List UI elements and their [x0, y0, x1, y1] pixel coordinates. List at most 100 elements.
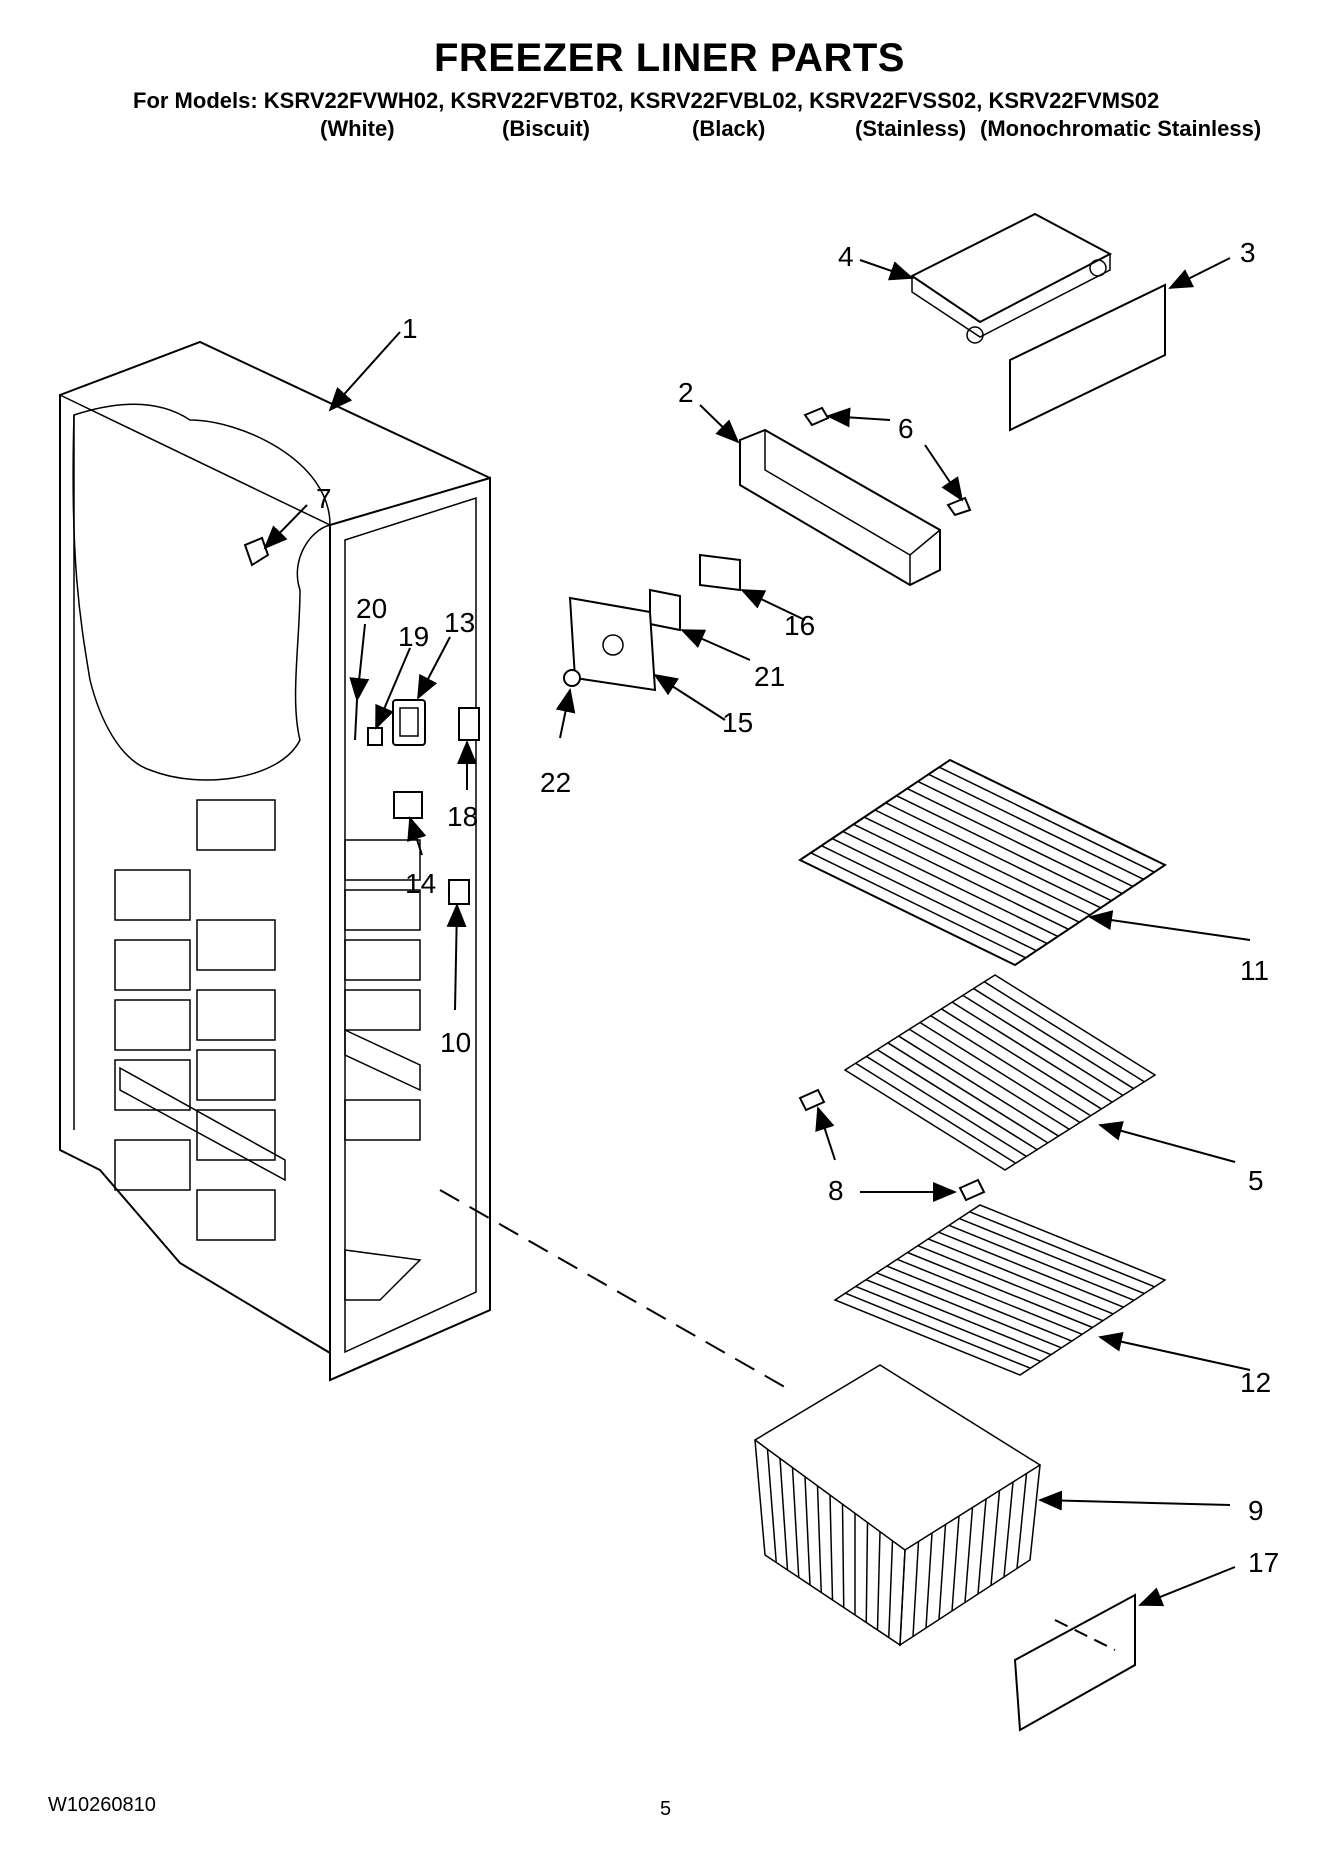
alignment-line-17	[1054, 1619, 1116, 1651]
wire-rod	[930, 1015, 1092, 1117]
bracket-part-7	[243, 536, 270, 567]
wire-rod	[816, 1485, 822, 1593]
bracket-part-21	[649, 588, 681, 632]
wire-rod	[973, 987, 1134, 1090]
wire-rod	[962, 994, 1124, 1096]
models-line: For Models: KSRV22FVWH02, KSRV22FVBT02, …	[133, 88, 1160, 113]
wire-rod	[907, 1251, 1093, 1329]
callout-7: 7	[316, 483, 332, 514]
callout-3: 3	[1240, 237, 1256, 268]
wire-rod	[876, 1531, 881, 1631]
wire-rod	[866, 1055, 1027, 1158]
wire-rod	[779, 1458, 789, 1571]
wire-rod	[810, 852, 1027, 959]
wire-rod	[842, 830, 1059, 938]
variant-biscuit: (Biscuit)	[502, 116, 590, 141]
callout-18: 18	[447, 801, 478, 832]
callout-9: 9	[1248, 1495, 1264, 1526]
wire-rod	[983, 981, 1145, 1083]
wire-rod	[906, 787, 1123, 895]
switch-part-18	[458, 707, 480, 741]
board-part-16	[699, 553, 741, 592]
shelf-stop-part-8-b	[958, 1178, 986, 1202]
shelf-stop-part-8-a	[798, 1088, 826, 1112]
wire-rod	[927, 1238, 1114, 1315]
leader-lines	[263, 257, 1251, 1607]
wire-rod	[977, 1498, 987, 1595]
wire-rod	[959, 1217, 1145, 1295]
callout-21: 21	[754, 661, 785, 692]
page-title: FREEZER LINER PARTS	[433, 36, 905, 80]
wire-rod	[919, 1021, 1081, 1124]
wire-rod	[865, 1522, 869, 1623]
alignment-line	[439, 1189, 791, 1391]
wire-rod	[941, 1008, 1102, 1110]
wire-rod	[990, 1490, 1001, 1586]
callout-6: 6	[898, 413, 914, 444]
screw-part-6-top	[803, 406, 830, 427]
wire-rod	[865, 1278, 1052, 1356]
callout-5: 5	[1248, 1165, 1264, 1196]
wire-rod	[887, 1042, 1049, 1144]
freezer-liner	[59, 340, 491, 1382]
wire-rod	[853, 823, 1069, 930]
wire-basket-part-9	[753, 1364, 1042, 1647]
switch-part-10	[448, 879, 470, 905]
wire-rod	[938, 766, 1155, 873]
light-housing-part-13	[392, 699, 426, 746]
wire-rod	[821, 845, 1037, 952]
wire-rod	[791, 1467, 800, 1578]
wire-rod	[917, 1245, 1104, 1322]
wire-rod	[951, 1515, 960, 1612]
clip-part-19	[367, 727, 383, 746]
cover-bracket-part-4	[910, 212, 1113, 344]
wire-rod	[925, 1532, 933, 1629]
wire-shelf-part-11	[797, 758, 1168, 967]
document-number: W10260810	[48, 1794, 156, 1816]
screw-part-6-bottom	[946, 496, 972, 517]
wire-rod	[896, 795, 1112, 902]
wire-rod	[908, 1028, 1070, 1130]
variant-white: (White)	[320, 116, 395, 141]
board-part-14	[393, 791, 423, 819]
wire-rod	[831, 837, 1048, 945]
wire-rod	[951, 1001, 1113, 1103]
wire-rod	[917, 780, 1134, 888]
screw-part-20	[354, 699, 358, 741]
callout-17: 17	[1248, 1547, 1279, 1578]
wire-rod	[874, 809, 1091, 916]
wire-rod	[964, 1507, 974, 1603]
variant-monochromatic-stainless: (Monochromatic Stainless)	[980, 116, 1262, 141]
wire-rod	[912, 1541, 920, 1637]
wire-rod	[1003, 1481, 1014, 1578]
wire-rod	[896, 1258, 1083, 1335]
wire-rod	[863, 816, 1080, 923]
callout-13: 13	[444, 607, 475, 638]
variant-stainless: (Stainless)	[855, 116, 967, 141]
wire-rod	[1016, 1473, 1028, 1569]
wire-rod	[855, 1062, 1017, 1164]
callout-14: 14	[405, 868, 436, 899]
wire-rod	[766, 1449, 777, 1563]
control-part-15	[568, 596, 657, 692]
callout-15: 15	[722, 707, 753, 738]
housing-part-2	[739, 428, 941, 587]
wire-rod	[969, 1211, 1155, 1288]
variant-black: (Black)	[692, 116, 766, 141]
wire-rod	[928, 773, 1144, 880]
wire-rod	[888, 1540, 894, 1638]
page-number: 5	[660, 1798, 672, 1820]
callout-2: 2	[678, 377, 694, 408]
trim-part-17	[1013, 1593, 1136, 1732]
wire-rod	[938, 1231, 1124, 1308]
wire-rod	[938, 1524, 947, 1620]
callout-10: 10	[440, 1027, 471, 1058]
callout-11: 11	[1240, 955, 1269, 986]
wire-rod	[876, 1272, 1062, 1349]
wire-shelf-part-5	[843, 974, 1157, 1171]
callout-22: 22	[540, 767, 571, 798]
callout-8: 8	[828, 1175, 844, 1206]
wire-rod	[898, 1035, 1059, 1137]
callout-16: 16	[784, 610, 815, 641]
